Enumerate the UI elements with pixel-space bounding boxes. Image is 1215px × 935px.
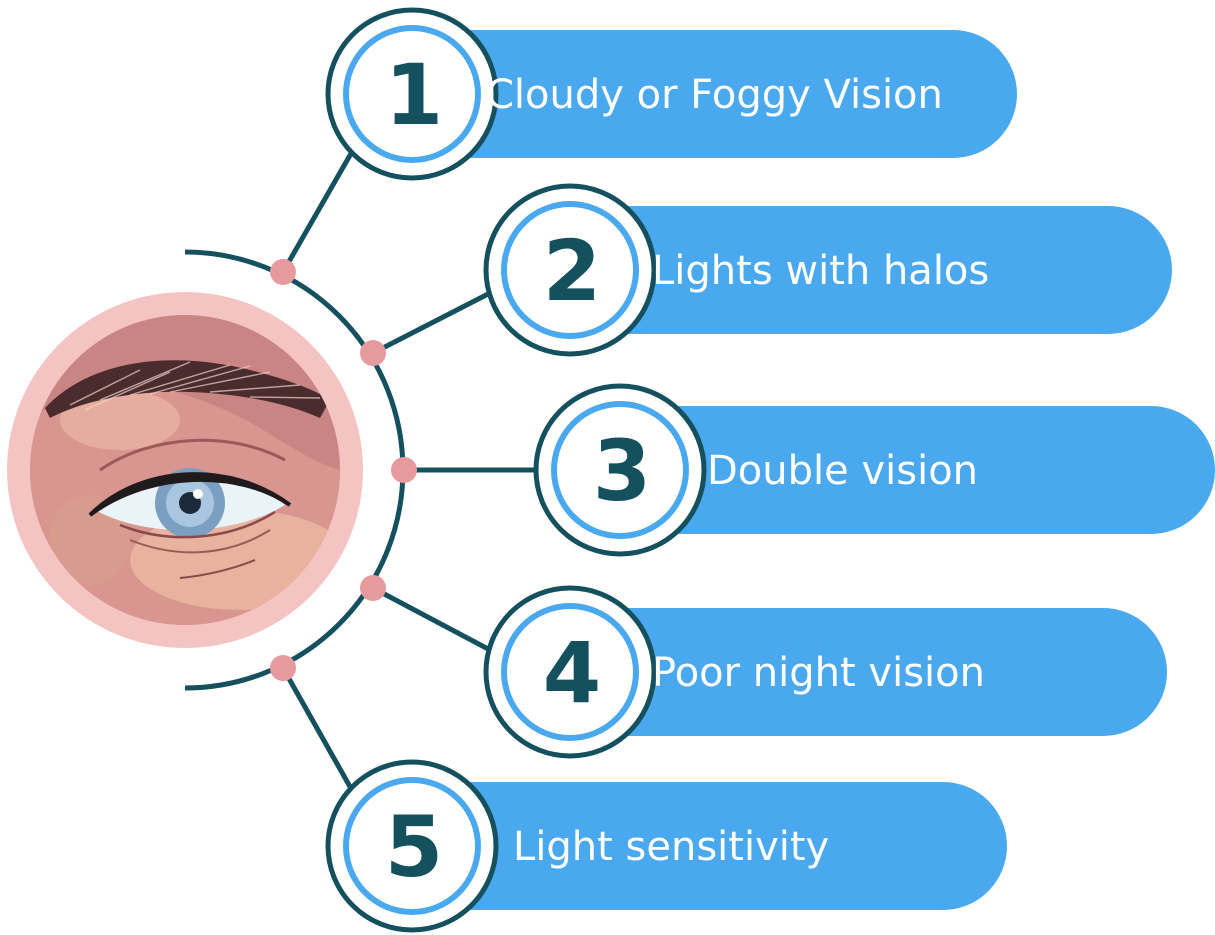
label-3: Double vision: [707, 448, 978, 494]
pill-2: [570, 206, 1172, 334]
connectors: [280, 148, 540, 794]
number-5: 5: [385, 798, 443, 896]
symptom-item-5: 5 Light sensitivity: [325, 759, 1007, 933]
dot-1: [270, 259, 296, 285]
label-1: Cloudy or Foggy Vision: [486, 72, 943, 118]
number-3: 3: [593, 422, 651, 520]
ring-inner-4: [501, 603, 639, 741]
number-1: 1: [385, 46, 443, 144]
pill-5: [412, 782, 1007, 910]
dot-3: [391, 457, 417, 483]
number-2: 2: [543, 222, 601, 320]
ring-inner-1: [343, 25, 481, 163]
pill-3: [620, 406, 1215, 534]
eye-illustration: [7, 292, 363, 648]
symptom-item-1: 1 Cloudy or Foggy Vision: [325, 7, 1017, 181]
symptom-item-2: 2 Lights with halos: [483, 183, 1172, 357]
dot-5: [270, 655, 296, 681]
ring-inner-2: [501, 201, 639, 339]
ring-inner-3: [551, 401, 689, 539]
pill-1: [412, 30, 1017, 158]
label-5: Light sensitivity: [513, 824, 829, 870]
label-2: Lights with halos: [652, 248, 989, 294]
connector-2: [371, 290, 492, 356]
dot-4: [360, 575, 386, 601]
dot-2: [360, 340, 386, 366]
connector-5: [280, 666, 356, 794]
pill-4: [570, 608, 1167, 736]
number-4: 4: [543, 624, 601, 722]
label-4: Poor night vision: [652, 650, 985, 696]
connector-1: [280, 148, 356, 274]
ring-inner-5: [343, 777, 481, 915]
symptom-item-4: 4 Poor night vision: [483, 585, 1167, 759]
connector-4: [371, 585, 492, 653]
connector-dots: [270, 259, 417, 681]
symptom-item-3: 3 Double vision: [533, 383, 1215, 557]
